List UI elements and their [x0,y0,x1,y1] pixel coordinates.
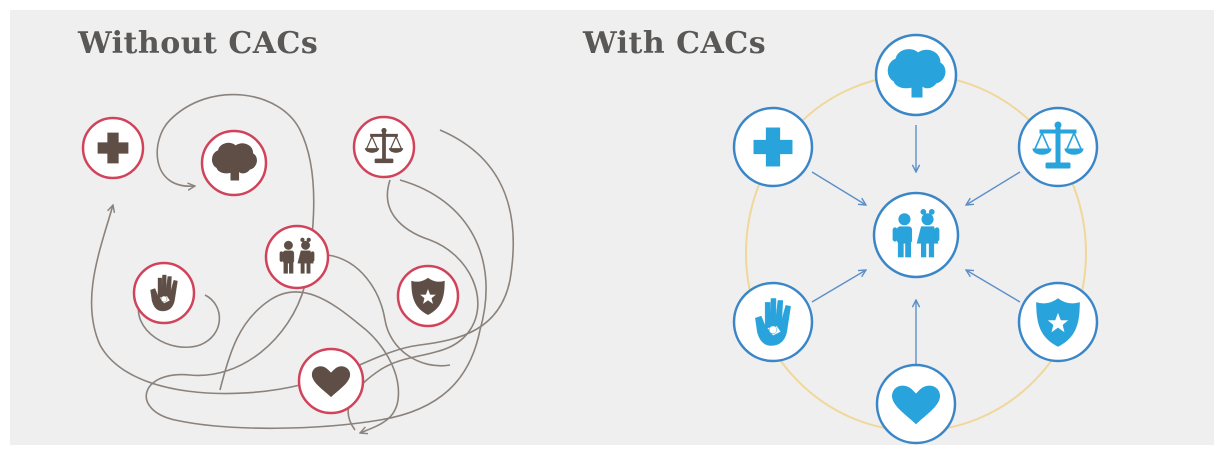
heart-icon [297,347,365,415]
police-badge-icon [396,264,460,328]
diagram-background [10,10,1214,445]
children-icon [264,224,330,290]
arrow-medical-to-child [811,171,866,205]
tangled-path [327,254,451,367]
tangled-path [145,93,487,430]
without-cacs-title: Without CACs [78,26,319,61]
helping-hand-icon [732,281,814,363]
tangled-path [137,294,221,348]
with-cacs-arrows [811,125,1021,365]
justice-scales-icon [352,115,416,179]
medical-cross-icon [81,116,145,180]
heart-icon [875,363,957,445]
justice-scales-icon [1017,106,1099,188]
with-cacs-title: With CACs [583,26,767,61]
tangled-path [219,291,400,433]
medical-cross-icon [732,106,814,188]
brain-icon [874,33,958,117]
arrow-advocacy-to-child [811,270,866,303]
police-badge-icon [1017,281,1099,363]
helping-hand-icon [132,261,196,325]
brain-icon [200,129,268,197]
children-icon [872,191,960,279]
arrow-legal-to-child [966,171,1021,205]
arrow-police-to-child [966,270,1021,303]
